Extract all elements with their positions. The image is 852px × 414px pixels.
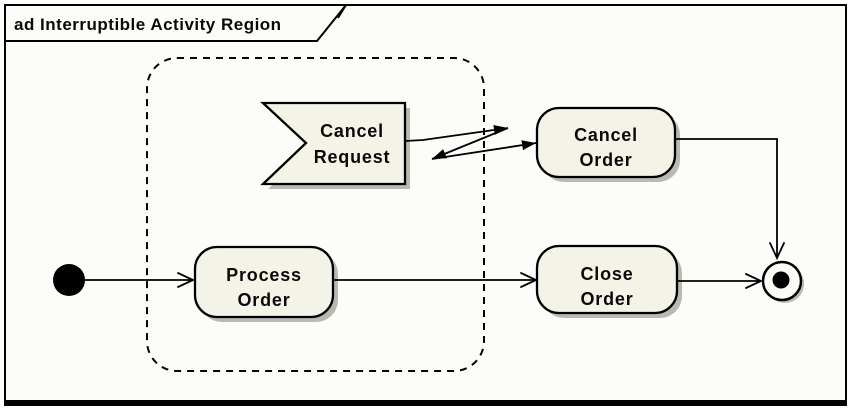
edge-cancel-order-to-final bbox=[675, 138, 785, 261]
close-order-action: Close Order bbox=[535, 244, 679, 315]
cancel-request-accept-event: Cancel Request bbox=[260, 101, 407, 186]
process-order-label-line1: Process bbox=[226, 265, 302, 285]
edge-initial-to-process-order bbox=[85, 272, 196, 288]
cancel-order-action: Cancel Order bbox=[535, 106, 677, 179]
cancel-order-label-line1: Cancel bbox=[574, 125, 638, 145]
process-order-action: Process Order bbox=[193, 245, 335, 319]
edge-close-order-to-final bbox=[677, 273, 764, 289]
activity-final-node bbox=[761, 260, 803, 302]
cancel-request-label-line2: Request bbox=[314, 147, 391, 167]
frame-title-tab: ad Interruptible Activity Region bbox=[4, 4, 349, 42]
close-order-label-line1: Close bbox=[580, 264, 633, 284]
diagram-frame-bottom-bar bbox=[4, 400, 847, 406]
cancel-order-label-line2: Order bbox=[579, 150, 632, 170]
close-order-label-line2: Order bbox=[580, 289, 633, 309]
edge-interrupting-zigzag bbox=[404, 125, 537, 160]
process-order-label-line2: Order bbox=[237, 290, 290, 310]
cancel-request-label-line1: Cancel bbox=[320, 121, 384, 141]
diagram-canvas bbox=[5, 5, 846, 402]
initial-node bbox=[53, 264, 85, 296]
frame-title: ad Interruptible Activity Region bbox=[14, 15, 282, 34]
